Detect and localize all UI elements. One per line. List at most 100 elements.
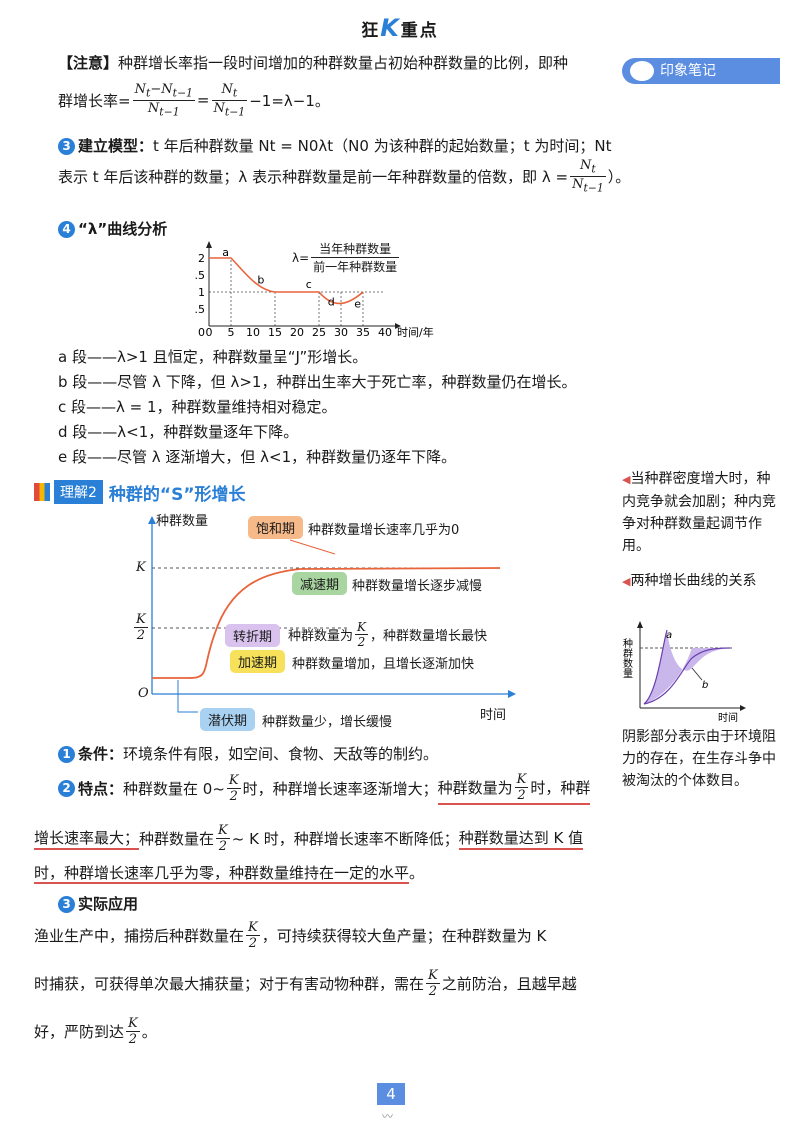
model-number-badge: 3: [58, 138, 75, 155]
conditions-badge: 1: [58, 746, 75, 763]
lambda-segment-item: e 段——尽管 λ 逐渐增大，但 λ<1，种群数量仍逐年下降。: [58, 448, 457, 466]
features-text-1c: 种群数量为: [437, 779, 513, 797]
features-line-3: 时，种群增长速率几乎为零，种群数量维持在一定的水平。: [34, 862, 425, 884]
lambda-y-tick: 1: [198, 286, 205, 299]
k-half-den: 2: [136, 628, 145, 643]
growth-rate-lhs: 群增长率=: [58, 91, 131, 110]
mini-chart-label-b: b: [702, 680, 708, 691]
phase-desc-lag: 种群数量少，增长缓慢: [262, 715, 393, 730]
f-frac-1-num: K: [226, 773, 241, 789]
turning-frac-den: 2: [357, 635, 366, 649]
lambda-x-tick: 40: [378, 326, 392, 338]
features-text-1a: 种群数量在 0~: [123, 780, 225, 798]
phase-badge-turning: 转折期: [225, 624, 281, 647]
note-line-1: 【注意】种群增长率指一段时间增加的种群数量占初始种群数量的比例，即种: [58, 52, 568, 73]
turning-frac-num: K: [355, 620, 368, 635]
note-tab-label: 印象笔记: [660, 63, 716, 79]
phase-badge-saturation: 饱和期: [248, 516, 304, 539]
note-tag: 【注意】: [58, 54, 119, 72]
lambda-segment-item: d 段——λ<1，种群数量逐年下降。: [58, 423, 299, 441]
mini-chart-y-label: 种群数量: [622, 637, 633, 678]
header-pre: 狂: [361, 21, 381, 41]
mini-growth-chart: a b 种群数量 时间: [622, 621, 746, 723]
lambda-y-tick: 2: [198, 252, 205, 265]
lambda-segment-item: c 段——λ = 1，种群数量维持相对稳定。: [58, 398, 337, 416]
lambda-title: “λ”曲线分析: [78, 220, 168, 238]
a-frac-3-den: 2: [128, 1032, 138, 1047]
a-frac-2-den: 2: [428, 984, 438, 999]
lambda-x-tick: 0: [206, 326, 213, 338]
model-line-2: 表示 t 年后该种群的数量；λ 表示种群数量是前一年种群数量的倍数，即 λ = …: [58, 158, 630, 194]
mini-chart-x-label: 时间: [718, 711, 738, 723]
elephant-icon: [630, 61, 654, 81]
lambda-x-axis-label: 时间/年: [397, 325, 434, 338]
triangle-icon: ◀: [622, 575, 631, 588]
sidebar-note-3-text: 阴影部分表示由于环境阻力的存在，在生存斗争中被淘汰的个体数目。: [622, 729, 776, 789]
sidebar-note-2-title: 两种增长曲线的关系: [630, 573, 757, 589]
section-tag-label: 理解2: [54, 480, 103, 504]
features-title: 特点：: [78, 780, 124, 798]
sidebar-note-1: ◀当种群密度增大时，种内竞争就会加剧；种内竞争对种群数量起调节作用。: [622, 468, 782, 557]
f-frac-3-num: K: [216, 823, 230, 839]
application-text-2b: 之前防治，且越早越: [441, 975, 577, 993]
application-text-1b: ，可持续获得较大鱼产量；在种群数量为 K: [261, 927, 547, 945]
features-text-2b: 种群数量在: [139, 830, 215, 848]
a-frac-1-num: K: [246, 920, 260, 936]
lambda-segment-list: a 段——λ>1 且恒定，种群数量呈“J”形增长。b 段——尽管 λ 下降，但 …: [58, 345, 576, 470]
lambda-formula-den: 前一年种群数量: [313, 260, 398, 274]
phase-badge-deceleration: 减速期: [292, 572, 348, 595]
features-text-2d: 种群数量达到 K 值: [458, 827, 584, 850]
f-frac-3-den: 2: [218, 839, 228, 854]
lambda-segment-label-d: d: [328, 296, 335, 309]
f-frac-2-den: 2: [517, 788, 526, 803]
lambda-segment-label-e: e: [354, 297, 361, 310]
features-text-1b: 时，种群增长速率逐渐增大；: [242, 780, 438, 798]
application-text-3b: 。: [141, 1023, 157, 1041]
page-number: 4: [377, 1083, 405, 1105]
features-text-2a: 增长速率最大；: [34, 827, 140, 850]
lambda-formula-num: 当年种群数量: [311, 240, 400, 258]
features-text-2c: ~ K 时，种群增长速率不断降低；: [231, 830, 459, 848]
lambda-segment-label-b: b: [257, 274, 264, 287]
sidebar-note-3: 阴影部分表示由于环境阻力的存在，在生存斗争中被淘汰的个体数目。: [622, 726, 782, 792]
books-icon: [34, 483, 50, 501]
lambda-formula-fraction: 当年种群数量前一年种群数量: [311, 240, 400, 275]
equals-sign: =: [196, 91, 210, 110]
lambda-y-tick: 1.5: [195, 269, 205, 282]
header-k-logo: K: [380, 14, 401, 42]
f-frac-2-num: K: [514, 772, 529, 788]
application-text-3a: 好，严防到达: [34, 1023, 125, 1041]
footer-bird-icon: 〰: [382, 1110, 393, 1123]
lambda-origin-tick: 0: [198, 326, 205, 338]
lambda-title-line: 4“λ”曲线分析: [58, 218, 167, 239]
features-text-3b: 。: [409, 864, 425, 882]
header-post: 重点: [400, 21, 439, 41]
mini-chart-label-a: a: [666, 630, 672, 641]
model-text-2: 表示 t 年后该种群的数量；λ 表示种群数量是前一年种群数量的倍数，即 λ =: [58, 167, 569, 186]
a-frac-1-den: 2: [248, 936, 258, 951]
lambda-formula: λ= 当年种群数量前一年种群数量: [292, 240, 401, 275]
section-title: 种群的“S”形增长: [108, 484, 246, 505]
s-curve-x-label: 时间: [480, 708, 507, 723]
application-badge: 3: [58, 896, 75, 913]
features-badge: 2: [58, 780, 75, 797]
lambda-x-tick: 20: [290, 326, 304, 338]
features-text-1d: 时，种群: [530, 779, 591, 797]
lambda-x-tick: 25: [312, 326, 326, 338]
